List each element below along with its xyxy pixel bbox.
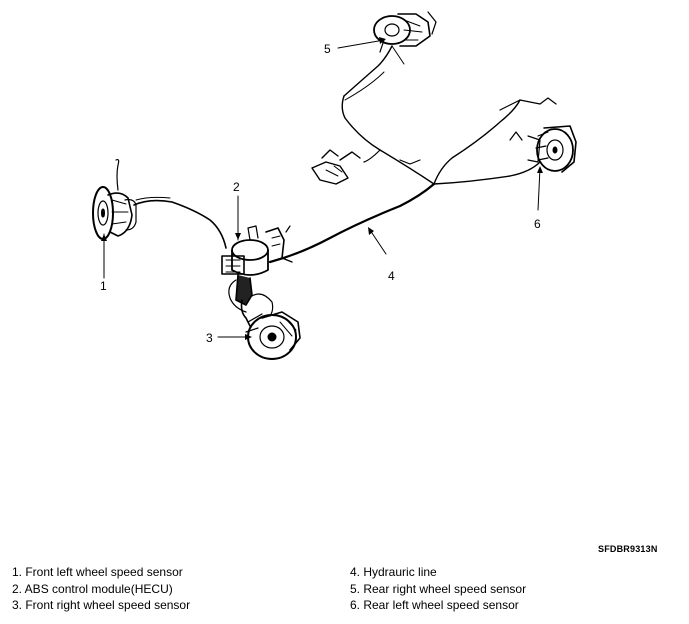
brake-lines (133, 45, 557, 327)
callout-3: 3 (206, 331, 213, 345)
rear-left-wheel (527, 125, 577, 173)
legend-item: 3. Front right wheel speed sensor (12, 598, 191, 612)
legend-item: 5. Rear right wheel speed sensor (350, 581, 527, 596)
legend-item: 2. ABS control module(HECU) (12, 581, 173, 596)
legend-item: 1. Front left wheel speed sensor (12, 565, 183, 579)
callout-2: 2 (233, 180, 240, 194)
front-left-wheel (92, 158, 137, 240)
callout-5: 5 (324, 42, 331, 56)
abs-system-diagram: 1 2 3 4 5 6 (92, 11, 577, 360)
legend-right-column: 4. Hydrauric line 5. Rear right wheel sp… (350, 564, 526, 614)
callout-leaders (103, 39, 541, 338)
abs-control-module (221, 227, 293, 306)
legend-item: 6. Rear left wheel speed sensor (350, 598, 519, 612)
callout-arrowheads (101, 37, 543, 340)
callout-6: 6 (534, 217, 541, 231)
figure-reference-code: SFDBR9313N (598, 544, 658, 554)
parking-brake-assembly (311, 149, 361, 185)
front-right-wheel (245, 311, 301, 360)
callout-1: 1 (100, 279, 107, 293)
callout-4: 4 (388, 269, 395, 283)
legend-left-column: 1. Front left wheel speed sensor 2. ABS … (12, 564, 190, 614)
legend-item: 4. Hydrauric line (350, 565, 437, 579)
rear-right-wheel (373, 11, 437, 53)
